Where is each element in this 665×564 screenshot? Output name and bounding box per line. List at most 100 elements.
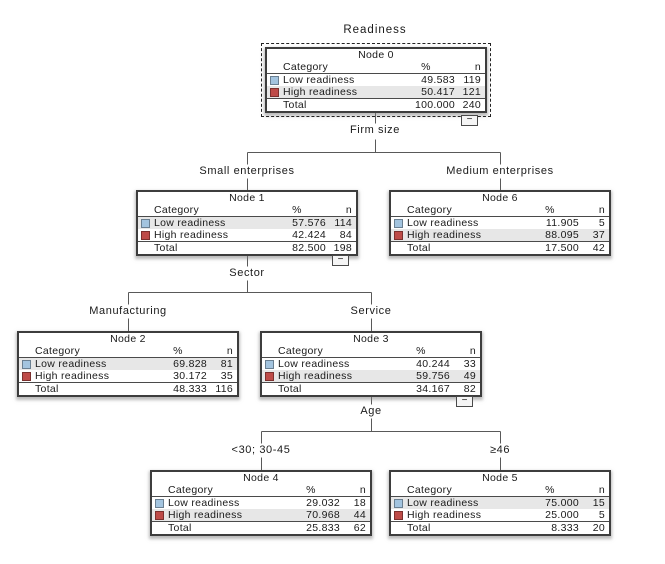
percent-column-header: % [173,345,183,357]
node-title: Node 4 [243,472,279,484]
node-table-header: Category % n [262,345,480,358]
percent-value: 25.000 [545,509,579,521]
low-readiness-row: Low readiness 69.828 81 [19,358,237,370]
node-table-header: Category % n [19,345,237,358]
total-row: Total 25.833 62 [152,521,370,534]
n-value: 62 [353,522,366,534]
tree-node-5[interactable]: Node 5 Category % n Low readiness 75.000… [389,470,611,536]
percent-value: 69.828 [173,358,207,370]
percent-column-header: % [545,204,555,216]
n-value: 82 [463,383,476,395]
n-value: 49 [463,370,476,382]
percent-value: 88.095 [545,229,579,241]
high-readiness-swatch-icon [394,230,403,240]
branch-label-small-enterprises: Small enterprises [199,165,295,177]
n-value: 44 [353,509,366,521]
node-title: Node 2 [110,333,146,345]
category-column-header: Category [278,345,324,357]
tree-node-3[interactable]: Node 3 Category % n Low readiness 40.244… [260,331,482,397]
category-column-header: Category [35,345,81,357]
collapse-button-node-1[interactable]: − [332,255,349,266]
category-column-header: Category [168,484,214,496]
n-value: 15 [592,497,605,509]
split-variable-sector: Sector [229,267,265,279]
tree-node-1[interactable]: Node 1 Category % n Low readiness 57.576… [136,190,358,256]
n-value: 35 [220,370,233,382]
low-readiness-swatch-icon [141,218,150,228]
high-readiness-row: High readiness 42.424 84 [138,229,356,241]
category-label: Low readiness [168,497,240,509]
percent-value: 75.000 [545,497,579,509]
category-label: High readiness [278,370,353,382]
high-readiness-row: High readiness 25.000 5 [391,509,609,521]
high-readiness-swatch-icon [270,87,279,97]
node-table-header: Category % n [267,61,485,74]
node-title: Node 3 [353,333,389,345]
tree-node-4[interactable]: Node 4 Category % n Low readiness 29.032… [150,470,372,536]
category-label: High readiness [168,509,243,521]
percent-value: 30.172 [173,370,207,382]
node-table-header: Category % n [138,204,356,217]
total-row: Total 17.500 42 [391,241,609,254]
category-label: High readiness [154,229,229,241]
branch-label-age-under-46: <30; 30-45 [231,444,291,456]
total-label: Total [407,242,431,254]
n-value: 33 [463,358,476,370]
node-table-header: Category % n [391,484,609,497]
n-column-header: n [226,345,233,357]
high-readiness-row: High readiness 88.095 37 [391,229,609,241]
high-readiness-row: High readiness 59.756 49 [262,370,480,382]
category-label: High readiness [407,229,482,241]
percent-column-header: % [545,484,555,496]
collapse-button-node-0[interactable]: − [461,115,478,126]
n-column-header: n [469,345,476,357]
percent-column-header: % [416,345,426,357]
total-label: Total [278,383,302,395]
percent-value: 40.244 [416,358,450,370]
total-label: Total [168,522,192,534]
percent-value: 70.968 [306,509,340,521]
n-column-header: n [474,61,481,73]
n-column-header: n [598,204,605,216]
category-column-header: Category [154,204,200,216]
category-label: High readiness [407,509,482,521]
collapse-button-node-3[interactable]: − [456,396,473,407]
total-row: Total 34.167 82 [262,382,480,395]
low-readiness-row: Low readiness 57.576 114 [138,217,356,229]
n-value: 5 [598,509,605,521]
total-row: Total 100.000 240 [267,98,485,111]
total-label: Total [407,522,431,534]
low-readiness-row: Low readiness 11.905 5 [391,217,609,229]
n-column-header: n [598,484,605,496]
category-label: Low readiness [407,497,479,509]
percent-column-header: % [292,204,302,216]
percent-column-header: % [306,484,316,496]
node-title: Node 6 [482,192,518,204]
n-value: 81 [220,358,233,370]
low-readiness-row: Low readiness 40.244 33 [262,358,480,370]
category-label: Low readiness [283,74,355,86]
high-readiness-row: High readiness 50.417 121 [267,86,485,98]
percent-value: 82.500 [292,242,326,254]
n-column-header: n [345,204,352,216]
n-value: 116 [215,383,233,395]
category-label: Low readiness [278,358,350,370]
tree-node-2[interactable]: Node 2 Category % n Low readiness 69.828… [17,331,239,397]
high-readiness-swatch-icon [155,510,164,520]
tree-node-0[interactable]: Node 0 Category % n Low readiness 49.583… [261,43,491,117]
n-value: 5 [598,217,605,229]
category-column-header: Category [407,484,453,496]
percent-value: 100.000 [414,99,455,111]
n-value: 198 [333,242,352,254]
low-readiness-row: Low readiness 49.583 119 [267,74,485,86]
percent-value: 59.756 [416,370,450,382]
total-label: Total [154,242,178,254]
total-row: Total 48.333 116 [19,382,237,395]
node-title: Node 1 [229,192,265,204]
percent-value: 17.500 [545,242,579,254]
branch-label-age-46-plus: ≥46 [489,444,511,456]
low-readiness-row: Low readiness 75.000 15 [391,497,609,509]
total-row: Total 8.333 20 [391,521,609,534]
tree-node-6[interactable]: Node 6 Category % n Low readiness 11.905… [389,190,611,256]
